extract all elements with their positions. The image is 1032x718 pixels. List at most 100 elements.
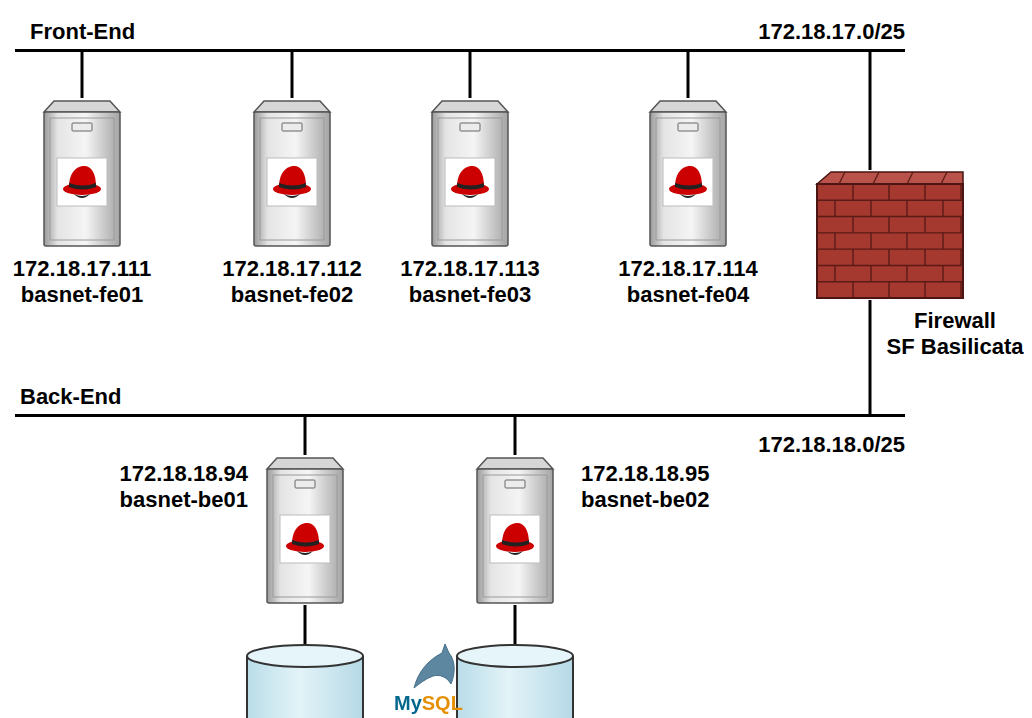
tower-top [267,458,343,469]
product-logo-text: MySQL [394,692,463,714]
cylinder-top [457,645,573,667]
segment-name: Front-End [30,19,135,45]
drive-slot [505,480,525,488]
server-node: 172.18.17.113basnet-fe03 [426,98,514,248]
hat-face [462,194,478,198]
mortar-joint [960,282,961,298]
ip-address: 172.18.17.113 [400,256,539,282]
logo-panel [57,158,107,206]
mortar-joint [960,217,961,233]
logo-panel [663,158,713,206]
logo-panel [267,158,317,206]
network-segment: Front-End172.18.17.0/25 [15,49,905,52]
brick-wall [815,170,965,300]
hat-band [457,183,484,190]
tower-bezel [273,475,337,597]
mortar-line [817,216,963,217]
network-link [514,417,517,455]
wall-front [817,184,963,298]
mortar-joint [888,184,889,200]
tower-bezel [656,118,720,240]
network-segment: Back-End172.18.18.0/25 [15,414,905,417]
mortar-line [817,232,963,233]
server-tower [261,455,349,605]
server-node: 172.18.17.111basnet-fe01 [38,98,126,248]
tower-top [44,101,120,112]
hat-band [69,183,96,190]
hat-face [297,551,313,555]
mortar-joint [834,233,835,249]
mortar-joint [852,282,853,298]
tower-bezel [50,118,114,240]
mortar-joint [852,184,853,200]
server-tower [248,98,336,248]
logo-panel [490,515,540,563]
storage-link [304,605,307,646]
hat-face [507,551,523,555]
hat-crown [292,523,319,544]
server-node: 172.18.17.114basnet-fe04 [644,98,732,248]
mortar-joint [906,265,907,281]
mysql-dolphin [414,644,454,688]
host-name: basnet-fe01 [21,282,143,308]
mortar-joint [960,249,961,265]
server-node: 172.18.17.112basnet-fe02 [248,98,336,248]
mortar-joint [852,249,853,265]
tower-front [650,112,726,246]
mortar-joint [960,184,961,200]
logo-panel [445,158,495,206]
wall-top [817,172,963,184]
mortar-joint [942,265,943,281]
drive-slot [72,123,92,131]
mortar-joint [888,282,889,298]
mortar-joint [873,172,879,184]
drive-slot [282,123,302,131]
tower-top [477,458,553,469]
database-cylinder [247,645,363,718]
tower-front [432,112,508,246]
server-tower [426,98,514,248]
hat-crown [69,166,96,187]
mortar-joint [906,233,907,249]
server-node: 172.18.18.95basnet-be02 [471,455,559,605]
ip-address: 172.18.18.95 [581,461,709,487]
server-tower [38,98,126,248]
logo-panel [280,515,330,563]
mortar-line [817,248,963,249]
site-name: SF Basilicata [884,334,1026,360]
mortar-line [817,265,963,266]
mortar-joint [888,249,889,265]
tower-bezel [438,118,502,240]
mortar-joint [870,265,871,281]
segment-name: Back-End [20,384,121,410]
drive-slot [460,123,480,131]
mortar-joint [839,172,845,184]
host-name: basnet-fe02 [231,282,353,308]
host-name: basnet-fe03 [409,282,531,308]
mortar-line [817,200,963,201]
mortar-joint [924,184,925,200]
ip-address: 172.18.17.114 [618,256,757,282]
network-link [869,300,872,414]
hat-band [502,540,529,547]
mortar-joint [834,265,835,281]
mortar-joint [942,200,943,216]
server-tower [644,98,732,248]
tower-front [44,112,120,246]
ip-address: 172.18.17.111 [13,256,151,282]
hat-band [675,183,702,190]
hat-face [74,194,90,198]
tower-front [254,112,330,246]
mortar-joint [906,200,907,216]
network-link [291,52,294,98]
mortar-joint [924,249,925,265]
mortar-joint [834,200,835,216]
mortar-joint [870,200,871,216]
mortar-joint [924,282,925,298]
drive-slot [678,123,698,131]
network-link [304,417,307,455]
storage-link [514,605,517,646]
